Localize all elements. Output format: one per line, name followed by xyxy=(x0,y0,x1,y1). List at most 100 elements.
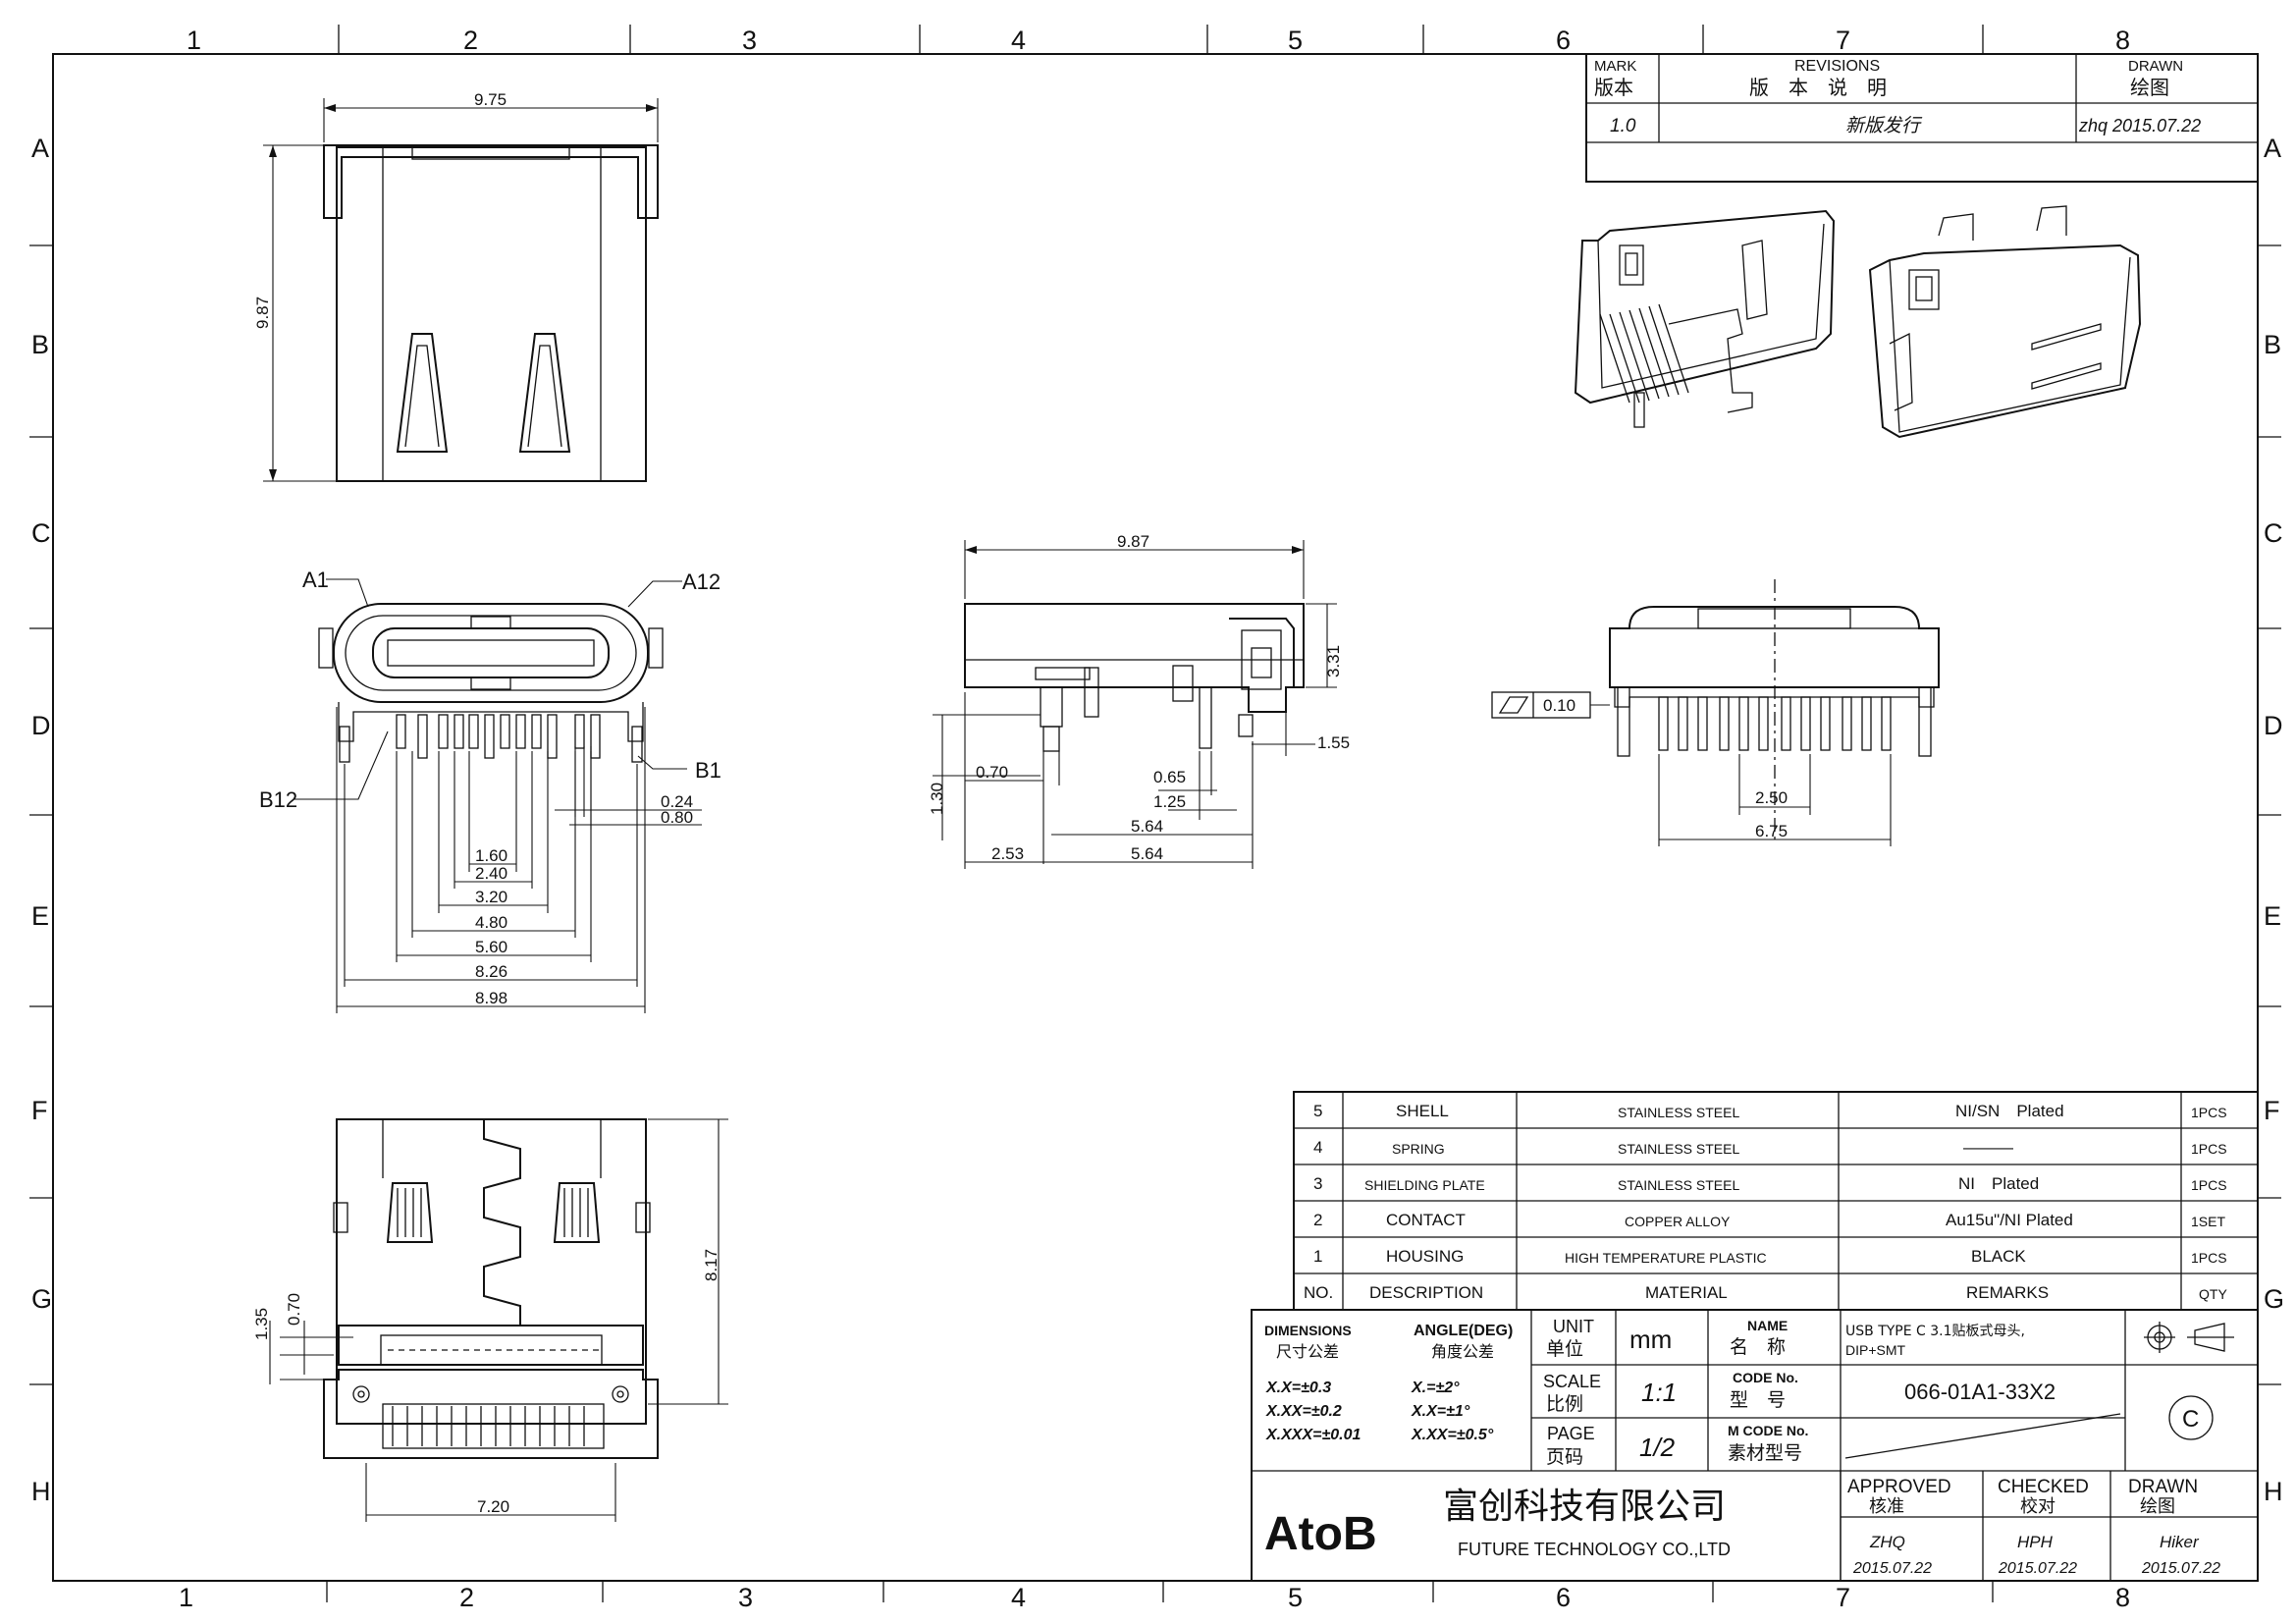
bom-row5-material: STAINLESS STEEL xyxy=(1618,1105,1739,1120)
tb-unit-val: mm xyxy=(1629,1325,1672,1354)
company-logo: AtoB xyxy=(1264,1508,1377,1560)
tb-scale-val: 1:1 xyxy=(1641,1378,1677,1407)
projection-symbol-icon xyxy=(2144,1322,2234,1353)
row-label-right-c: C xyxy=(2264,518,2283,548)
tb-ang2: X.X=±1° xyxy=(1411,1403,1470,1420)
col-label-2: 2 xyxy=(463,26,478,55)
tb-checked-date: 2015.07.22 xyxy=(1998,1560,2077,1577)
tb-page-val: 1/2 xyxy=(1639,1433,1676,1462)
row-label-h: H xyxy=(31,1477,51,1506)
bom-row5-no: 5 xyxy=(1313,1102,1322,1120)
tb-checked-en: CHECKED xyxy=(1998,1477,2089,1497)
tb-approved-cn: 核准 xyxy=(1869,1496,1904,1517)
bom-row3-material: STAINLESS STEEL xyxy=(1618,1177,1739,1193)
bom-row3-desc: SHIELDING PLATE xyxy=(1364,1177,1485,1193)
dim-side-070: 0.70 xyxy=(976,763,1008,782)
top-view: 9.75 9.87 xyxy=(253,90,659,482)
col-label-6: 6 xyxy=(1556,26,1571,55)
row-label-right-f: F xyxy=(2264,1096,2280,1125)
rear-view: 2.50 6.75 0.10 xyxy=(1491,579,1940,846)
dim-side-height: 3.31 xyxy=(1324,645,1343,677)
bom-table: 5 SHELL STAINLESS STEEL NI/SN Plated 1PC… xyxy=(1293,1091,2259,1311)
bottom-view: 8.17 7.20 1.35 0.70 xyxy=(252,1118,728,1522)
dim-front-826: 8.26 xyxy=(475,962,507,981)
pin-label-a12: A12 xyxy=(682,569,721,594)
dim-bottom-817: 8.17 xyxy=(702,1249,721,1281)
tb-unit-cn: 单位 xyxy=(1546,1338,1583,1360)
dim-front-080: 0.80 xyxy=(661,808,693,827)
tb-copyright: C xyxy=(2182,1406,2199,1433)
copyright-icon xyxy=(2168,1395,2214,1440)
bom-row2-qty: 1SET xyxy=(2191,1214,2225,1229)
col-label-5: 5 xyxy=(1288,26,1303,55)
isometric-view-left xyxy=(1574,209,1836,428)
dim-side-564a: 5.64 xyxy=(1131,817,1163,836)
isometric-view-right xyxy=(1868,205,2142,439)
tb-dimensions-cn: 尺寸公差 xyxy=(1276,1342,1339,1361)
tb-page-cn: 页码 xyxy=(1546,1446,1583,1468)
tb-ang1: X.=±2° xyxy=(1411,1380,1460,1396)
dim-side-253: 2.53 xyxy=(991,844,1024,863)
bom-row1-desc: HOUSING xyxy=(1386,1247,1464,1266)
pin-label-a1: A1 xyxy=(302,568,329,592)
drawing-frame: 1 2 3 4 5 6 7 8 1 2 3 4 5 6 7 8 A B C D … xyxy=(29,25,2284,1612)
tb-approved-date: 2015.07.22 xyxy=(1852,1560,1932,1577)
dim-front-560: 5.60 xyxy=(475,938,507,956)
rev-revisions-en: REVISIONS xyxy=(1794,58,1880,75)
tb-name-en: NAME xyxy=(1747,1318,1788,1333)
rev-row-mark: 1.0 xyxy=(1610,116,1636,136)
rev-drawn-cn: 绘图 xyxy=(2130,76,2169,99)
bom-row4-remarks: ——— xyxy=(1963,1138,2013,1157)
bom-row5-remarks: NI/SN Plated xyxy=(1955,1102,2064,1120)
rev-mark-cn: 版本 xyxy=(1594,76,1633,99)
title-block: DIMENSIONS 尺寸公差 X.X=±0.3 X.XX=±0.2 X.XXX… xyxy=(1251,1309,2259,1582)
dim-front-898: 8.98 xyxy=(475,989,507,1007)
dim-bottom-070: 0.70 xyxy=(285,1293,303,1326)
row-label-right-b: B xyxy=(2264,330,2281,359)
tb-mcode-en: M CODE No. xyxy=(1728,1423,1808,1438)
tb-angle-cn: 角度公差 xyxy=(1431,1342,1494,1361)
tb-checked-cn: 校对 xyxy=(2020,1496,2056,1517)
tb-checked-by: HPH xyxy=(2017,1533,2054,1551)
tb-approved-by: ZHQ xyxy=(1869,1533,1905,1551)
row-label-g: G xyxy=(31,1284,52,1314)
tb-code-en: CODE No. xyxy=(1733,1370,1798,1385)
flatness-tolerance: 0.10 xyxy=(1543,696,1575,715)
tb-tol3: X.XXX=±0.01 xyxy=(1265,1427,1362,1443)
tb-mcode-cn: 素材型号 xyxy=(1728,1442,1802,1464)
dim-bottom-135: 1.35 xyxy=(252,1308,271,1340)
row-label-e: E xyxy=(31,901,49,931)
bom-header-desc: DESCRIPTION xyxy=(1369,1283,1483,1302)
dim-side-125: 1.25 xyxy=(1153,792,1186,811)
dim-top-height: 9.87 xyxy=(253,297,272,329)
bom-row2-desc: CONTACT xyxy=(1386,1211,1466,1229)
tb-tol2: X.XX=±0.2 xyxy=(1265,1403,1342,1420)
pin-label-b12: B12 xyxy=(259,787,297,812)
row-label-right-d: D xyxy=(2264,711,2283,740)
tb-scale-cn: 比例 xyxy=(1546,1393,1583,1415)
dim-side-width: 9.87 xyxy=(1117,532,1149,551)
bom-row3-no: 3 xyxy=(1313,1174,1322,1193)
tb-angle-en: ANGLE(DEG) xyxy=(1414,1323,1513,1339)
tb-name-cn: 名 称 xyxy=(1730,1336,1786,1358)
bom-header-material: MATERIAL xyxy=(1645,1283,1728,1302)
dim-side-564b: 5.64 xyxy=(1131,844,1163,863)
dim-side-065: 0.65 xyxy=(1153,768,1186,786)
tb-drawn-by: Hiker xyxy=(2160,1533,2200,1551)
dim-top-width: 9.75 xyxy=(474,90,507,109)
col-label-bottom-6: 6 xyxy=(1556,1583,1571,1612)
bom-row1-no: 1 xyxy=(1313,1247,1322,1266)
bom-row4-desc: SPRING xyxy=(1392,1141,1445,1157)
col-label-7: 7 xyxy=(1836,26,1850,55)
side-view: 9.87 3.31 1.55 1.30 0.70 0.65 1.25 5.64 … xyxy=(928,532,1350,869)
bom-row4-material: STAINLESS STEEL xyxy=(1618,1141,1739,1157)
tb-approved-en: APPROVED xyxy=(1847,1477,1951,1497)
rev-row-desc: 新版发行 xyxy=(1845,115,1923,136)
company-name-en: FUTURE TECHNOLOGY CO.,LTD xyxy=(1458,1540,1731,1559)
col-label-bottom-4: 4 xyxy=(1011,1583,1026,1612)
col-label-4: 4 xyxy=(1011,26,1026,55)
dim-front-480: 4.80 xyxy=(475,913,507,932)
tb-name-val-2: DIP+SMT xyxy=(1845,1342,1906,1358)
rev-mark-en: MARK xyxy=(1594,58,1636,75)
bom-row3-qty: 1PCS xyxy=(2191,1177,2227,1193)
